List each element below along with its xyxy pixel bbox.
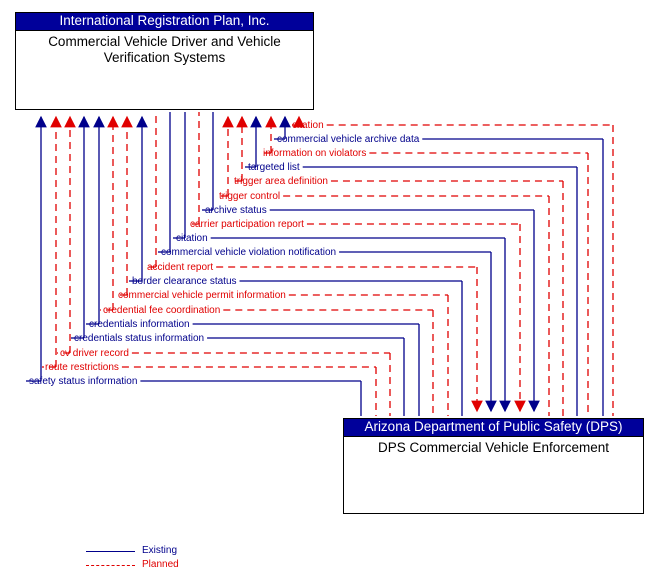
entity-title-dps: Arizona Department of Public Safety (DPS… [344,419,643,437]
flow-label: information on violators [263,148,367,159]
legend-label-planned: Planned [142,559,179,570]
entity-box-arizona-dps[interactable]: Arizona Department of Public Safety (DPS… [343,418,644,514]
entity-subtitle-dps: DPS Commercial Vehicle Enforcement [377,440,610,455]
flow-label: safety status information [29,376,138,387]
flow-label: targeted list [248,162,300,173]
flow-label: accident report [147,262,214,273]
flow-label: border clearance status [132,276,237,287]
legend: Existing Planned [86,545,336,575]
legend-line-existing [86,551,135,552]
entity-title-irp: International Registration Plan, Inc. [16,13,313,31]
flow-label: cv driver record [60,348,129,359]
flow-label: route restrictions [45,362,119,373]
flow-label: trigger control [219,191,281,202]
flow-label: citation [176,233,208,244]
flow-label: commercial vehicle archive data [277,134,420,145]
legend-label-existing: Existing [142,545,178,556]
flow-label: commercial vehicle permit information [118,290,286,301]
flow-label: credential fee coordination [103,305,221,316]
entity-subtitle-irp: Commercial Vehicle Driver and Vehicle Ve… [48,34,281,65]
entity-box-international-registration-plan[interactable]: International Registration Plan, Inc. Co… [15,12,314,110]
flow-label: archive status [205,205,267,216]
flow-label: commercial vehicle violation notificatio… [161,247,337,258]
flow-label: citation [292,120,324,131]
flow-label: credentials status information [74,333,205,344]
flow-label: trigger area definition [234,176,328,187]
flow-label: carrier participation report [190,219,304,230]
legend-line-planned [86,565,135,566]
flow-label: credentials information [89,319,190,330]
